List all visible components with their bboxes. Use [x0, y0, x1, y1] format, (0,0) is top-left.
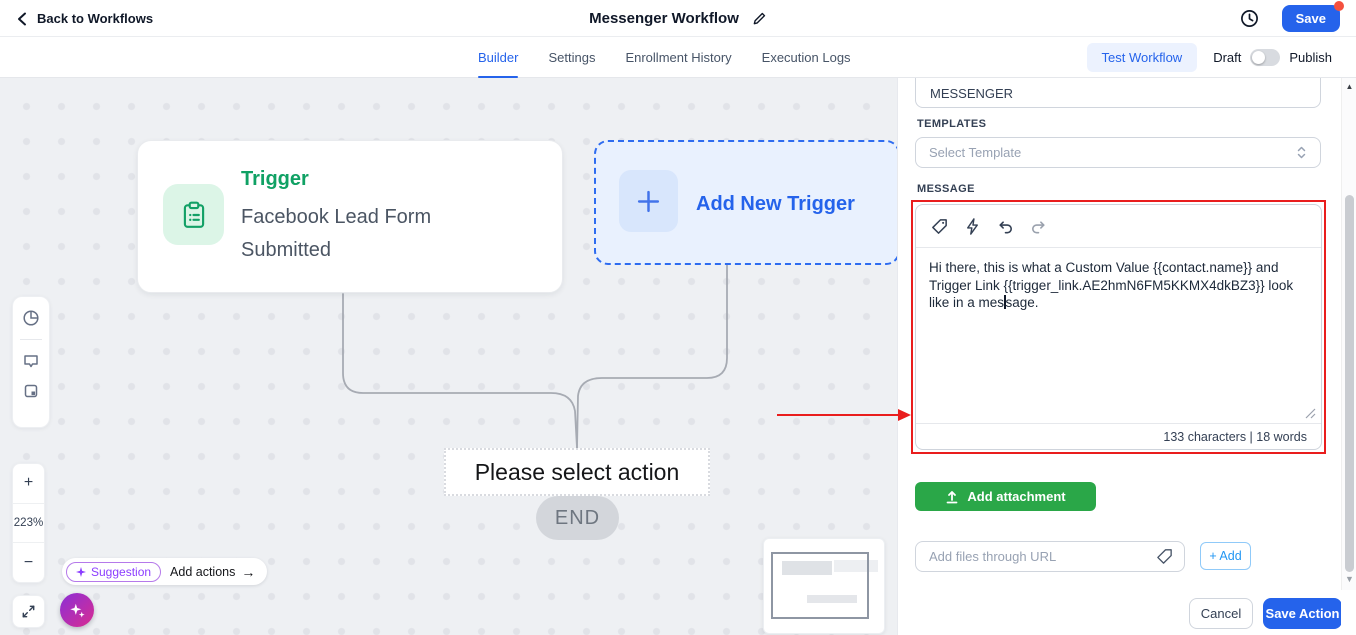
suggestion-bar: Suggestion Add actions →: [62, 558, 268, 585]
editor-toolbar: [916, 205, 1321, 248]
add-url-button[interactable]: + Add: [1200, 542, 1251, 570]
workflow-canvas[interactable]: Trigger Facebook Lead Form Submitted Add…: [0, 78, 897, 635]
template-select[interactable]: Select Template: [915, 137, 1321, 168]
ai-assistant-button[interactable]: [60, 593, 94, 627]
test-workflow-button[interactable]: Test Workflow: [1086, 43, 1198, 72]
scrollbar-up-arrow[interactable]: ▲: [1345, 82, 1354, 91]
title-area: Messenger Workflow: [0, 0, 1356, 37]
stats-pie-chart-icon[interactable]: [22, 309, 40, 327]
scrollbar-down-arrow[interactable]: ▼: [1345, 574, 1354, 584]
upload-icon: [946, 490, 958, 503]
add-actions-button[interactable]: Add actions →: [170, 564, 255, 580]
redo-icon[interactable]: [1029, 217, 1048, 236]
publish-toggle[interactable]: [1250, 49, 1281, 66]
suggestion-chip[interactable]: Suggestion: [66, 561, 162, 582]
publish-label: Publish: [1289, 50, 1332, 65]
header-actions: Save: [1239, 0, 1344, 37]
file-url-input[interactable]: [915, 541, 1185, 572]
sparkles-icon: [69, 603, 85, 618]
trigger-icon-badge: [163, 184, 224, 245]
toggle-knob: [1252, 51, 1266, 64]
draft-publish-control: Draft Publish: [1213, 49, 1332, 66]
save-button[interactable]: Save: [1281, 1, 1344, 32]
action-settings-panel: MESSENGER TEMPLATES Select Template MESS…: [897, 78, 1341, 635]
save-button-label: Save: [1295, 11, 1326, 26]
trigger-node-card[interactable]: Trigger Facebook Lead Form Submitted: [137, 140, 563, 293]
tab-builder[interactable]: Builder: [478, 37, 519, 78]
tab-execution-logs[interactable]: Execution Logs: [761, 50, 851, 65]
add-attachment-label: Add attachment: [967, 489, 1066, 504]
add-attachment-button[interactable]: Add attachment: [915, 482, 1096, 511]
templates-label: TEMPLATES: [917, 118, 987, 130]
message-editor: Hi there, this is what a Custom Value {{…: [915, 204, 1322, 450]
message-stats: 133 characters | 18 words: [1163, 429, 1307, 444]
page-title: Messenger Workflow: [589, 10, 739, 27]
canvas-side-toolbar: [12, 296, 50, 428]
workflow-tabbar: Builder Settings Enrollment History Exec…: [0, 37, 1356, 78]
tabs-group: Builder Settings Enrollment History Exec…: [478, 37, 851, 78]
version-history-icon[interactable]: [1239, 8, 1260, 29]
minimap[interactable]: [763, 538, 885, 634]
message-text: sage.: [1005, 295, 1039, 310]
please-select-action-node: Please select action: [444, 448, 710, 496]
fit-to-screen-button[interactable]: [12, 595, 45, 628]
plus-icon: [637, 190, 660, 212]
add-new-trigger-card[interactable]: Add New Trigger: [594, 140, 897, 265]
add-new-trigger-label: Add New Trigger: [696, 193, 855, 215]
edit-title-pencil-icon[interactable]: [752, 11, 767, 26]
save-action-button[interactable]: Save Action: [1263, 598, 1341, 629]
unsaved-changes-dot: [1334, 1, 1344, 11]
plus-badge: [619, 170, 678, 232]
notes-icon[interactable]: [22, 382, 40, 400]
file-url-field: [915, 541, 1185, 572]
channel-value: MESSENGER: [930, 85, 1014, 101]
resize-handle[interactable]: [1303, 406, 1317, 420]
tab-settings[interactable]: Settings: [548, 50, 596, 65]
template-placeholder: Select Template: [929, 145, 1022, 160]
chevron-left-icon: [18, 12, 26, 25]
clipboard-icon: [183, 201, 204, 228]
cancel-button[interactable]: Cancel: [1189, 598, 1253, 629]
message-text: Hi there, this is what a Custom Value {{…: [929, 260, 1297, 310]
end-node: END: [536, 496, 619, 540]
zoom-in-button[interactable]: +: [23, 474, 34, 492]
url-tag-icon[interactable]: [1155, 547, 1174, 566]
minimap-viewport[interactable]: [771, 552, 869, 619]
message-label: MESSAGE: [917, 183, 975, 195]
back-to-workflows-button[interactable]: Back to Workflows: [16, 0, 153, 37]
undo-icon[interactable]: [996, 217, 1015, 236]
trigger-links-lightning-icon[interactable]: [963, 217, 982, 236]
arrow-right-icon: →: [241, 563, 256, 580]
scrollbar-thumb[interactable]: [1345, 195, 1354, 572]
panel-scrollbar[interactable]: ▲ ▼: [1341, 78, 1356, 590]
comment-bubble-icon[interactable]: [22, 352, 40, 370]
top-header: Back to Workflows Messenger Workflow Sav…: [0, 0, 1356, 37]
tabbar-right-controls: Test Workflow Draft Publish: [1086, 37, 1332, 78]
zoom-level: 223%: [13, 502, 44, 544]
select-chevrons-icon: [1297, 146, 1306, 159]
suggestion-label: Suggestion: [91, 564, 152, 579]
zoom-out-button[interactable]: −: [23, 553, 34, 571]
draft-label: Draft: [1213, 50, 1242, 65]
sparkle-icon: [76, 566, 86, 577]
zoom-controls: + 223% −: [12, 463, 45, 583]
custom-values-tag-icon[interactable]: [930, 217, 949, 236]
toolbar-divider: [20, 339, 42, 340]
add-actions-label: Add actions: [170, 564, 236, 579]
back-label: Back to Workflows: [37, 11, 154, 26]
channel-field[interactable]: MESSENGER: [915, 78, 1321, 108]
trigger-card-subtitle: Facebook Lead Form Submitted: [241, 206, 432, 261]
text-cursor: [1004, 295, 1006, 309]
trigger-card-title: Trigger: [241, 168, 309, 190]
minimap-node-block: [782, 561, 832, 575]
tab-enrollment-history[interactable]: Enrollment History: [625, 50, 732, 65]
minimap-node-block: [807, 595, 857, 603]
message-textarea[interactable]: Hi there, this is what a Custom Value {{…: [916, 248, 1321, 424]
expand-icon: [22, 605, 35, 618]
